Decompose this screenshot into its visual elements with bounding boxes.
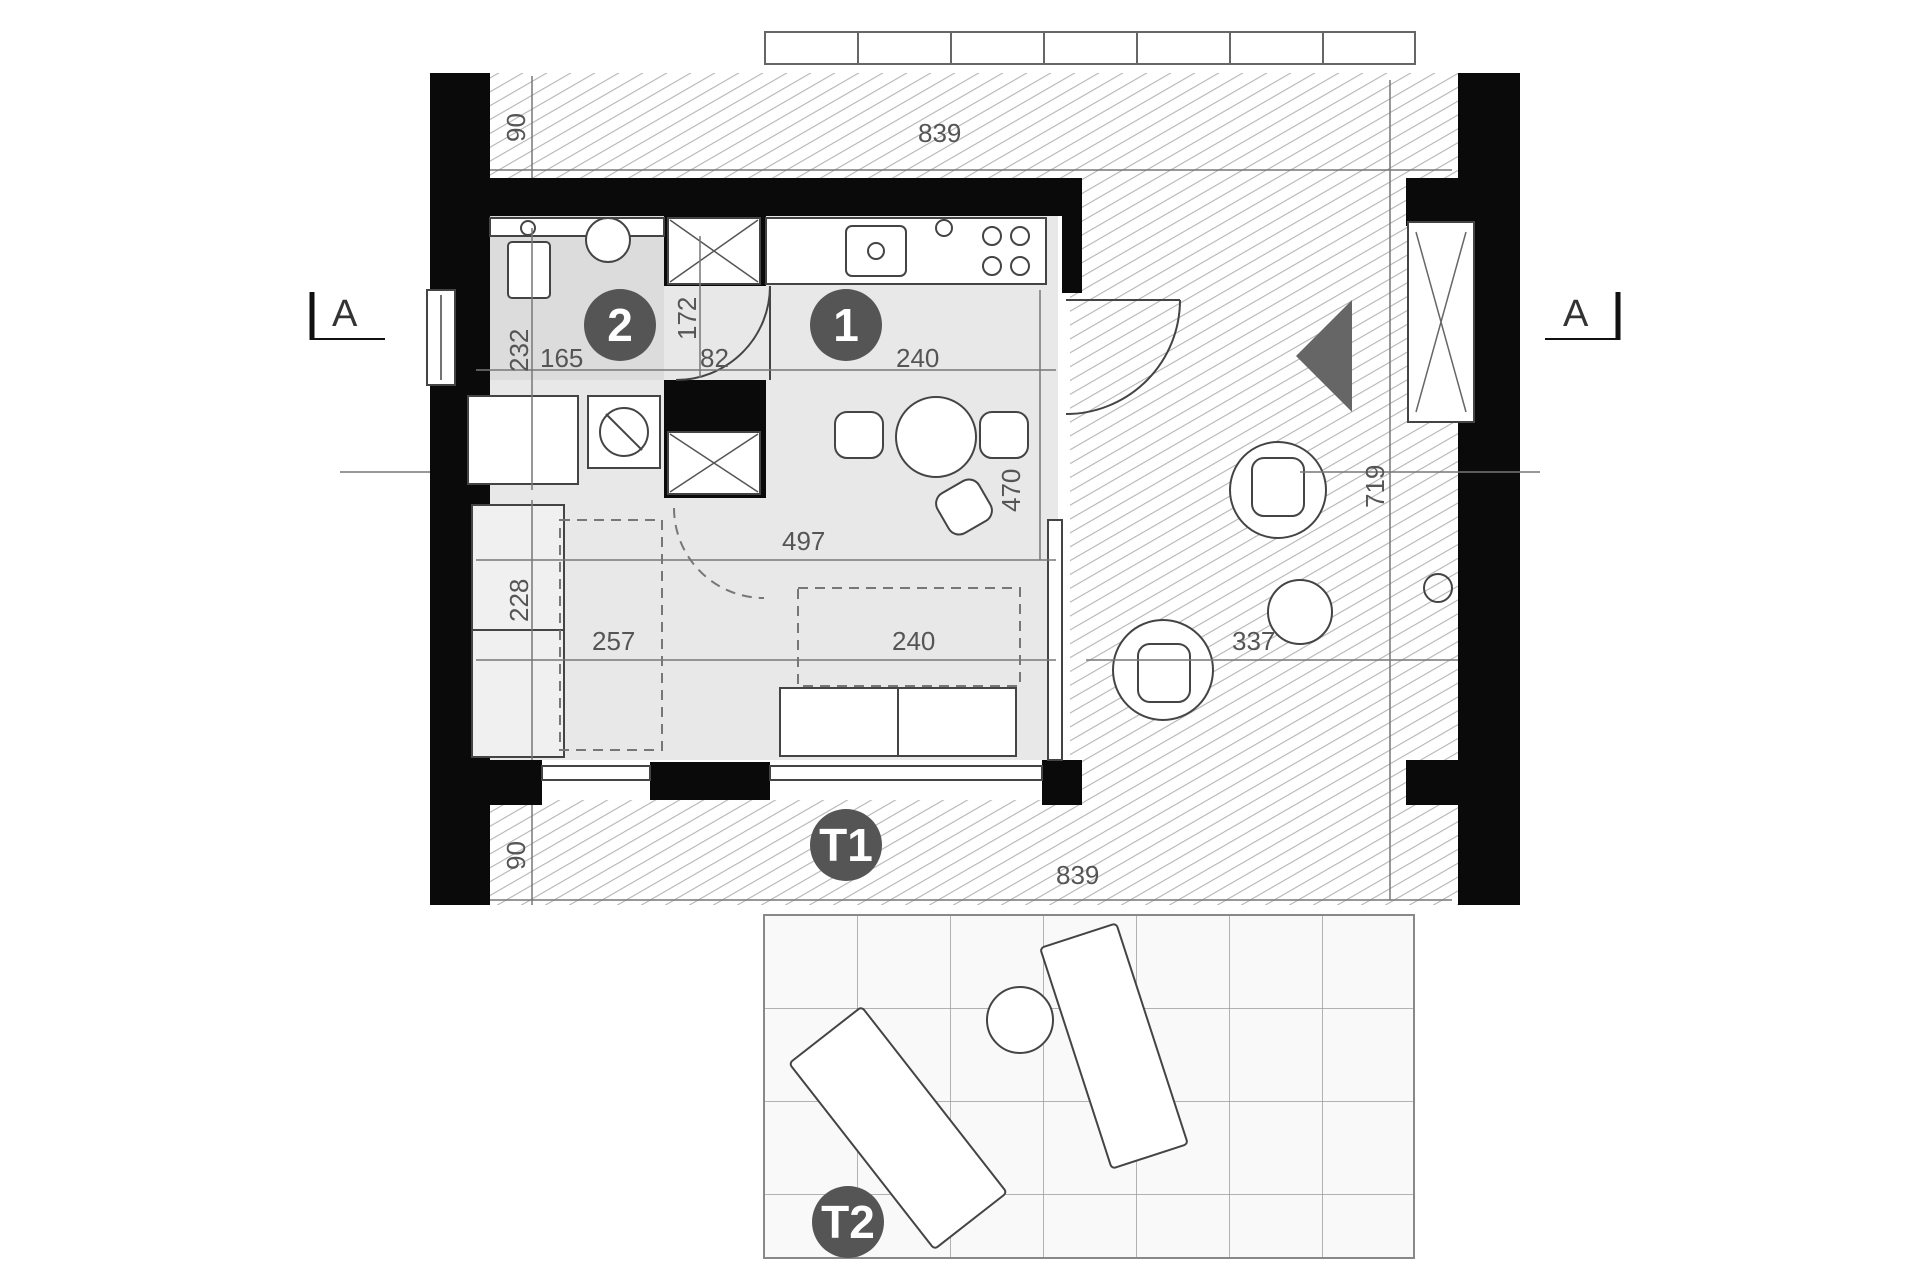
room-badge-1: 1 (810, 289, 882, 361)
kitchen-counter (667, 217, 1047, 495)
dim-lounge-width: 240 (892, 626, 935, 656)
dim-sofa-area-width: 257 (592, 626, 635, 656)
dim-bottom-width: 839 (1056, 860, 1099, 890)
dim-terrace-width: 337 (1232, 626, 1275, 656)
terrace-badge-t2: T2 (812, 1186, 884, 1258)
dim-top-width: 839 (918, 118, 961, 148)
section-mark-right: A (1545, 292, 1621, 340)
doors (673, 285, 1181, 599)
section-label-right: A (1563, 293, 1589, 335)
arrow-marker (1296, 300, 1352, 412)
dim-bath-height: 232 (504, 329, 534, 372)
dim-bath-width: 165 (540, 343, 583, 373)
terrace-badge-t2-label: T2 (821, 1196, 875, 1248)
dim-top-depth: 90 (501, 113, 531, 142)
terrace-badge-t1-label: T1 (819, 819, 873, 871)
deck-bottom (490, 800, 1468, 905)
dining-set (834, 396, 1029, 536)
terrace-lounge (1112, 300, 1453, 721)
section-mark-left: A (309, 292, 385, 340)
dim-room-depth: 470 (996, 469, 1026, 512)
dim-living-height: 228 (504, 579, 534, 622)
windows (426, 221, 1475, 781)
dimension-lines (340, 76, 1540, 905)
bathroom-fixtures (467, 217, 665, 485)
sofas (471, 504, 1021, 758)
dim-terrace-height: 719 (1360, 465, 1390, 508)
dim-hall-width: 82 (700, 343, 729, 373)
room-badge-2-label: 2 (607, 299, 633, 351)
planter-strip (764, 31, 1416, 65)
section-label-left: A (332, 293, 358, 335)
sun-loungers (789, 923, 1188, 1249)
dim-hall-height: 172 (672, 297, 702, 340)
dim-bottom-depth: 90 (501, 841, 531, 870)
dim-kitchen-width: 240 (896, 343, 939, 373)
terrace-badge-t1: T1 (810, 809, 882, 881)
room-badge-2: 2 (584, 289, 656, 361)
room-badge-1-label: 1 (833, 299, 859, 351)
dim-living-width: 497 (782, 526, 825, 556)
